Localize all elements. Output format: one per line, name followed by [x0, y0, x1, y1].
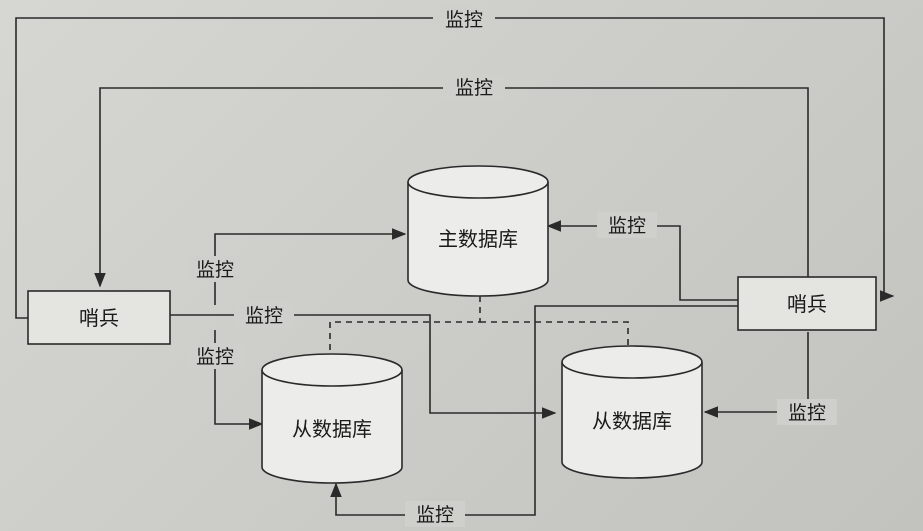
sentinel-left-label: 哨兵 — [79, 306, 119, 330]
edge-label-top-outer: 监控 — [445, 9, 483, 31]
edge-label-left-to-slave-left: 监控 — [196, 346, 234, 368]
edge-bottom-to-slave-left — [330, 305, 738, 516]
slave-db-right-label: 从数据库 — [592, 409, 672, 433]
slave-db-left-cylinder — [261, 353, 403, 484]
edge-label-left-to-master: 监控 — [196, 259, 234, 281]
edge-label-right-to-master: 监控 — [608, 215, 646, 237]
sentinel-left-box — [27, 290, 171, 345]
sentinel-right-label: 哨兵 — [787, 292, 827, 316]
sentinel-right-box — [737, 276, 877, 331]
replication-link-left — [329, 296, 481, 355]
edge-label-bottom-to-slave-left: 监控 — [416, 504, 454, 526]
edge-label-right-to-slave-right: 监控 — [788, 402, 826, 424]
master-db-label: 主数据库 — [438, 227, 518, 251]
edge-label-top-inner: 监控 — [455, 77, 493, 99]
slave-db-right-cylinder — [561, 345, 703, 479]
replication-link-right — [480, 321, 629, 345]
slave-db-left-label: 从数据库 — [292, 417, 372, 441]
master-db-cylinder — [407, 165, 549, 297]
edge-label-left-to-slave-right: 监控 — [245, 305, 283, 327]
edge-left-to-slave-right — [170, 314, 557, 419]
